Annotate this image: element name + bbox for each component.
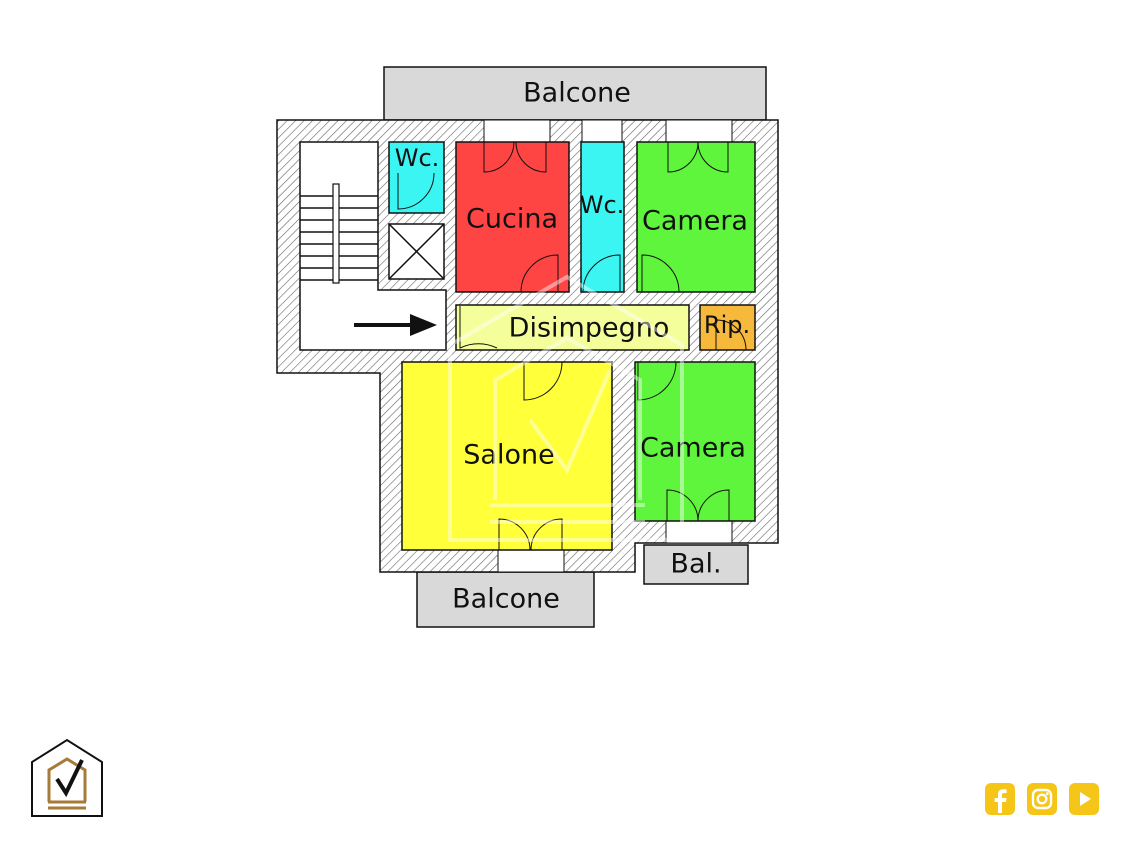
room-salone-label: Salone xyxy=(463,440,554,471)
room-wc-2: Wc. xyxy=(580,141,625,293)
room-camera-2: Camera xyxy=(634,361,756,522)
balcony-bottom: Balcone xyxy=(416,571,595,628)
facebook-icon[interactable] xyxy=(984,782,1016,816)
entrance-arrow-icon xyxy=(354,314,437,336)
room-camera-2-label: Camera xyxy=(640,433,746,464)
balcony-top: Balcone xyxy=(383,66,767,121)
balcony-bottom-label: Balcone xyxy=(452,584,560,615)
house-check-icon xyxy=(31,738,103,817)
room-ripostiglio-label: Rip. xyxy=(704,311,750,339)
room-cucina: Cucina xyxy=(455,141,570,293)
balcony-top-label: Balcone xyxy=(523,78,631,109)
room-ripostiglio: Rip. xyxy=(699,304,756,351)
room-disimpegno: Disimpegno xyxy=(455,304,690,351)
room-wc-1: Wc. xyxy=(388,141,445,214)
balcony-small: Bal. xyxy=(643,544,749,585)
stairwell xyxy=(299,141,447,351)
instagram-icon[interactable] xyxy=(1026,782,1058,816)
watermark-logo xyxy=(448,274,684,542)
room-wc-2-label: Wc. xyxy=(580,191,625,219)
room-wc-1-label: Wc. xyxy=(395,144,440,172)
room-camera-1: Camera xyxy=(636,141,756,293)
room-camera-1-label: Camera xyxy=(642,206,748,237)
room-salone: Salone xyxy=(401,361,613,551)
elevator-shaft xyxy=(388,223,445,280)
youtube-icon[interactable] xyxy=(1068,782,1100,816)
room-disimpegno-label: Disimpegno xyxy=(509,313,670,344)
room-cucina-label: Cucina xyxy=(466,204,558,235)
balcony-small-label: Bal. xyxy=(670,549,721,580)
